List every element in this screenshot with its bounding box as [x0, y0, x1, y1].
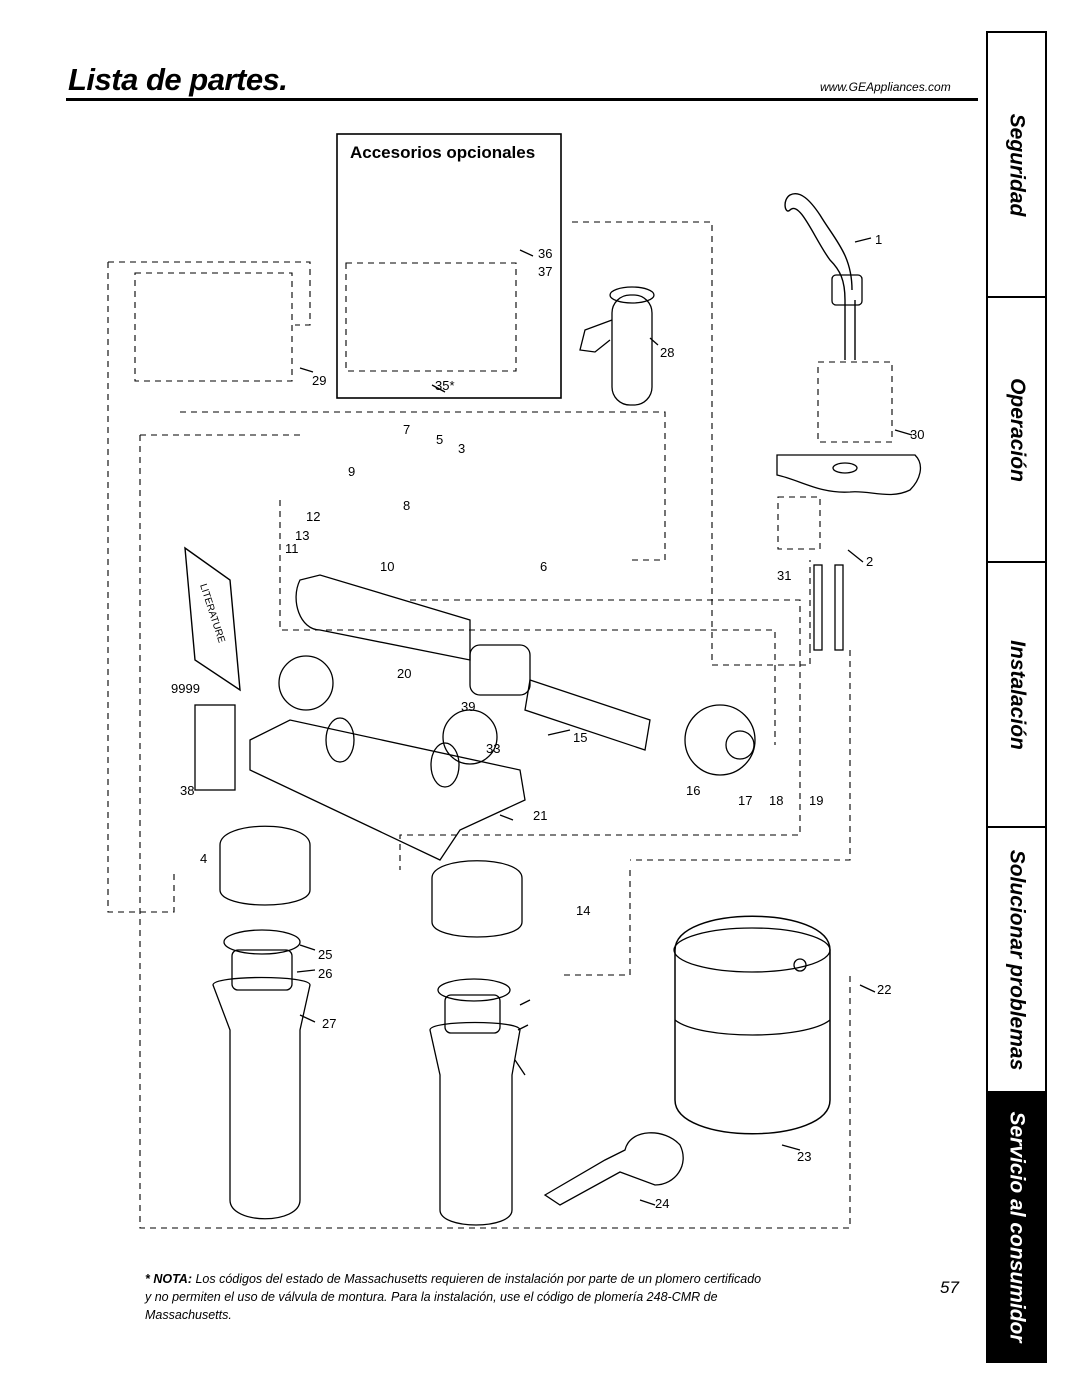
part-number-30: 30: [910, 427, 924, 442]
part-number-21: 21: [533, 808, 547, 823]
accessories-box: [336, 133, 562, 399]
part-number-23: 23: [797, 1149, 811, 1164]
part-number-31: 31: [777, 568, 791, 583]
part-number-5: 5: [436, 432, 443, 447]
part-number-9999: 9999: [171, 681, 200, 696]
part-number-1: 1: [875, 232, 882, 247]
part-number-3: 3: [458, 441, 465, 456]
page-title: Lista de partes.: [68, 62, 288, 97]
part-number-6: 6: [540, 559, 547, 574]
part-number-26: 26: [318, 966, 332, 981]
part-number-35: 35*: [435, 378, 455, 393]
parts-diagram: 1 2 3 4 5 6 7 8 9 10 11 12 13 14 15 16 1…: [107, 133, 924, 1229]
part-number-28: 28: [660, 345, 674, 360]
tab-servicio-al-consumidor[interactable]: Servicio al consumidor: [988, 1093, 1045, 1361]
part-number-11: 11: [285, 541, 299, 556]
tab-solucionar-problemas[interactable]: Solucionar problemas: [988, 828, 1045, 1093]
part-number-4: 4: [200, 851, 207, 866]
part-number-12: 12: [306, 509, 320, 524]
part-number-7: 7: [403, 422, 410, 437]
part-number-39: 39: [461, 699, 475, 714]
part-number-2: 2: [866, 554, 873, 569]
part-number-13: 13: [295, 528, 309, 543]
part-number-38: 38: [180, 783, 194, 798]
tab-instalacion[interactable]: Instalación: [988, 563, 1045, 828]
page-number: 57: [940, 1278, 959, 1297]
header-rule: [66, 98, 978, 101]
part-number-27: 27: [322, 1016, 336, 1031]
tab-operacion[interactable]: Operación: [988, 298, 1045, 563]
part-number-9: 9: [348, 464, 355, 479]
accessories-title: Accesorios opcionales: [350, 143, 536, 162]
part-number-22: 22: [877, 982, 891, 997]
part-number-15: 15: [573, 730, 587, 745]
part-number-29: 29: [312, 373, 326, 388]
part-number-20: 20: [397, 666, 411, 681]
literature-label: LITERATURE: [197, 583, 227, 645]
part-number-25: 25: [318, 947, 332, 962]
part-number-10: 10: [380, 559, 394, 574]
part-number-24: 24: [655, 1196, 669, 1211]
massachusetts-note: * NOTA: Los códigos del estado de Massac…: [145, 1272, 762, 1322]
section-tabs: Seguridad Operación Instalación Solucion…: [986, 31, 1047, 1363]
part-number-16: 16: [686, 783, 700, 798]
part-number-18: 18: [769, 793, 783, 808]
tab-seguridad[interactable]: Seguridad: [988, 33, 1045, 298]
part-number-17: 17: [738, 793, 752, 808]
part-number-8: 8: [403, 498, 410, 513]
part-number-14: 14: [576, 903, 590, 918]
part-number-33: 33: [486, 741, 500, 756]
part-number-37: 37: [538, 264, 552, 279]
part-number-36: 36: [538, 246, 552, 261]
part-number-19: 19: [809, 793, 823, 808]
website-url[interactable]: www.GEAppliances.com: [820, 80, 951, 94]
